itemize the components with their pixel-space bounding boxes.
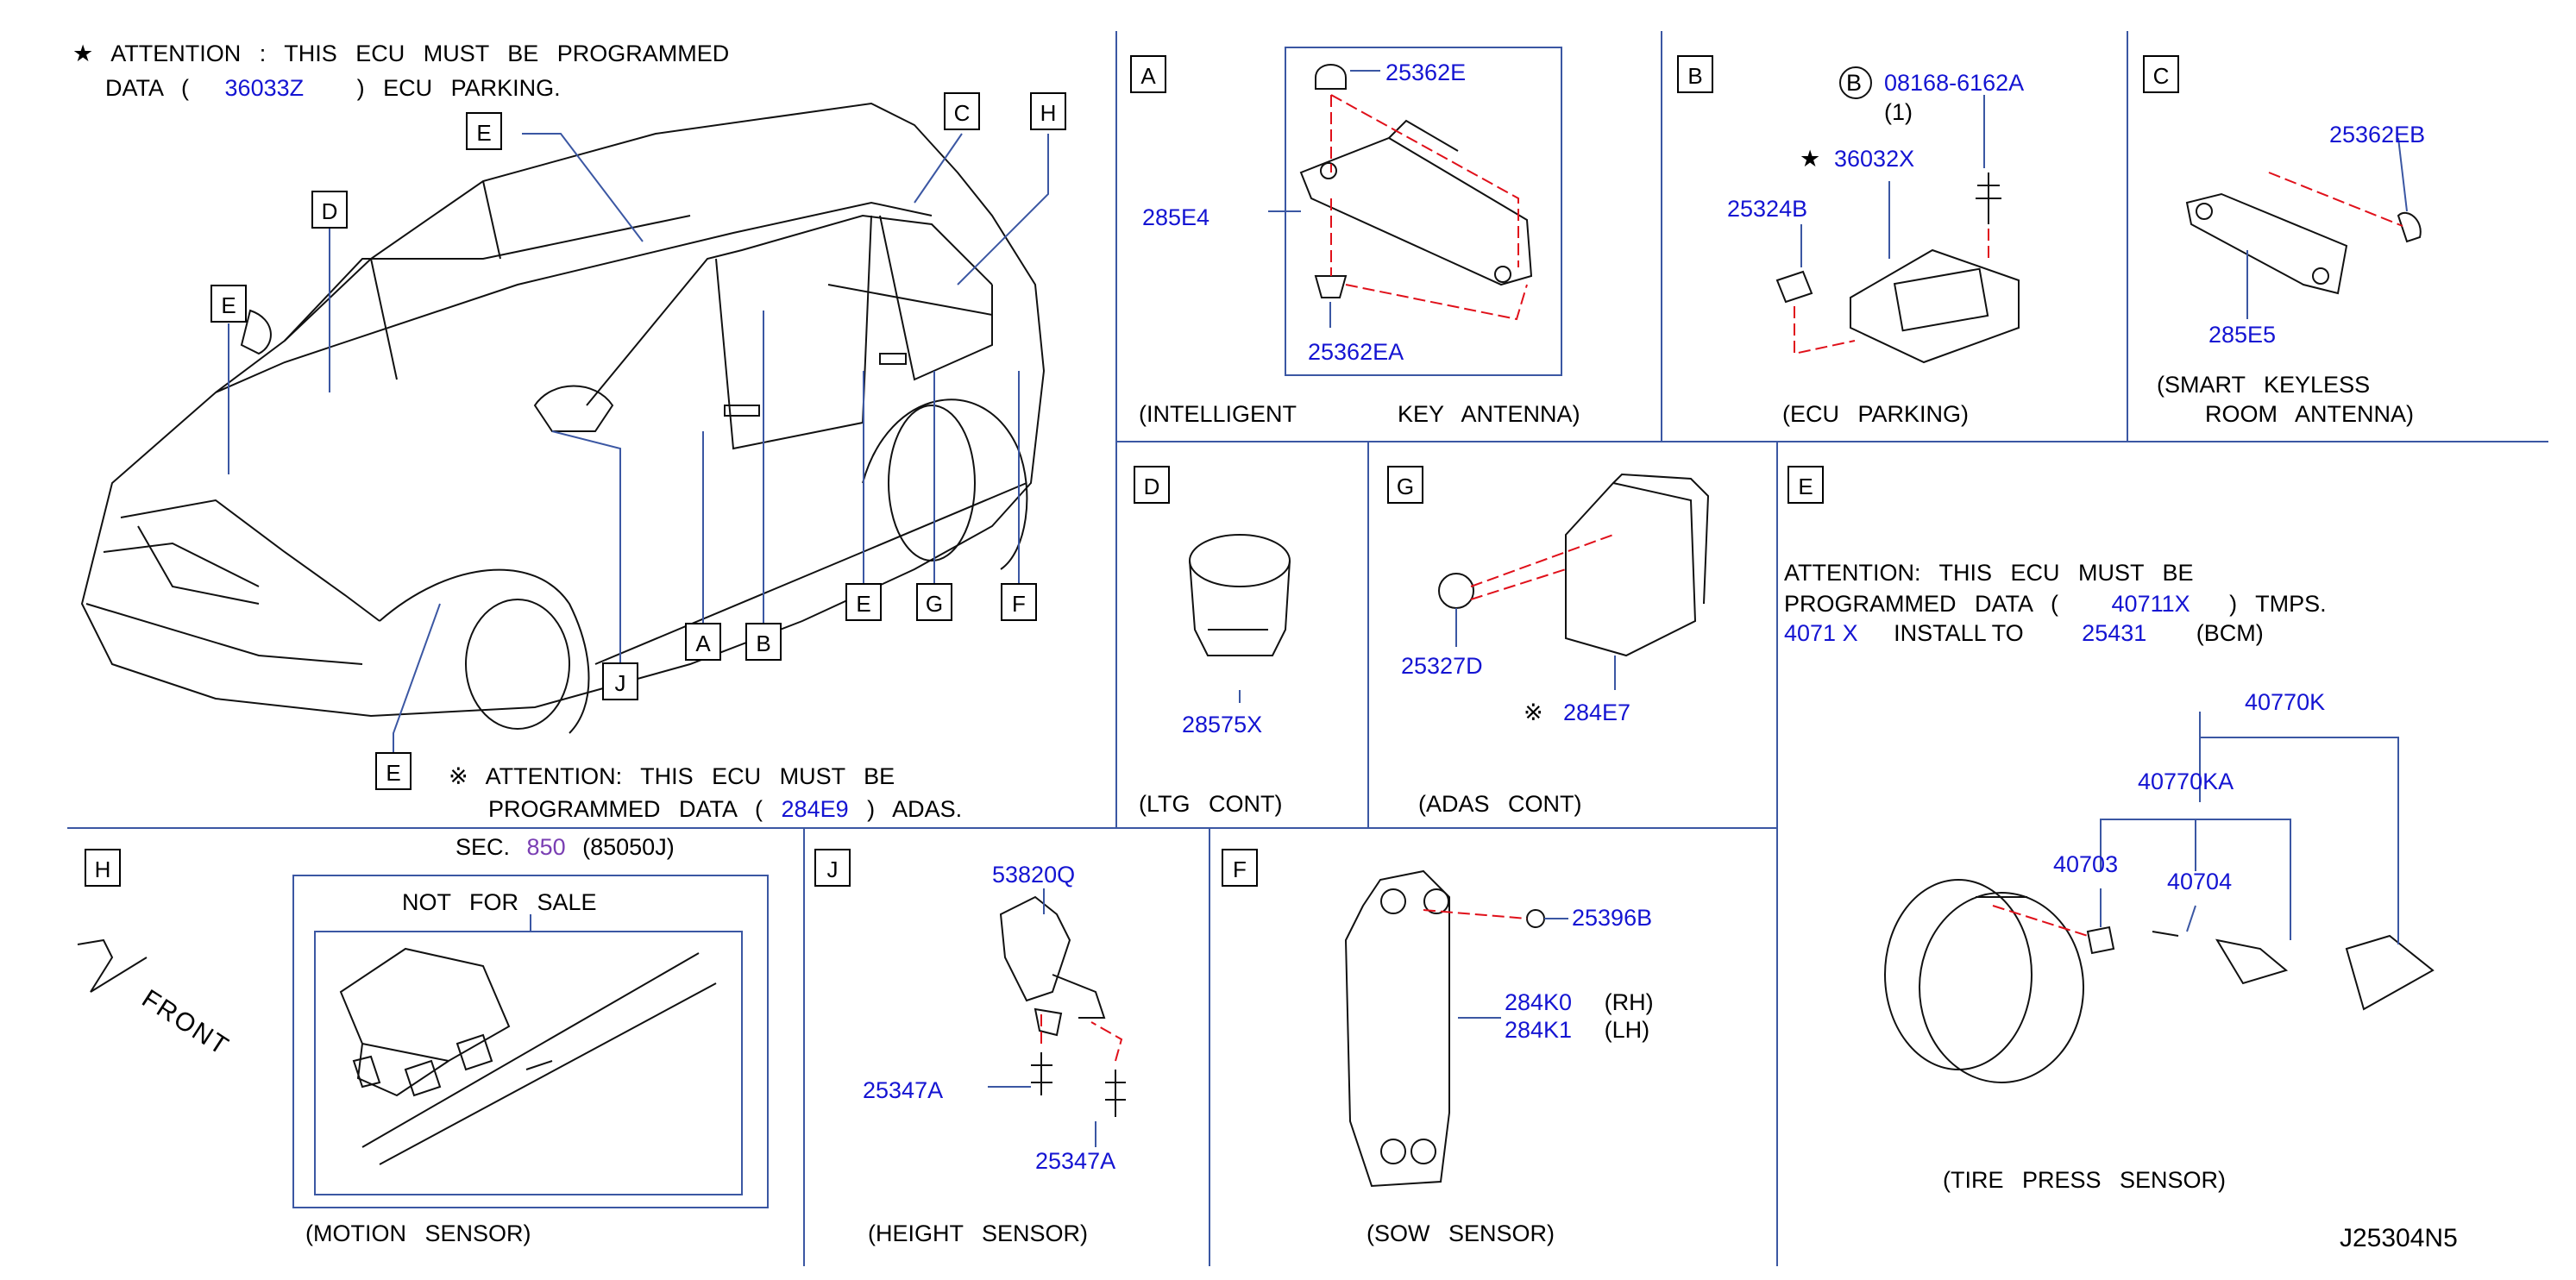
- motion-sensor-drawing: [77, 875, 769, 1208]
- vehicle-callout-d: D: [311, 191, 348, 229]
- part-25327d: 25327D: [1401, 653, 1483, 679]
- ecu-parking-note-suffix: ) ECU PARKING.: [356, 75, 561, 101]
- panel-h-label: H: [85, 849, 121, 887]
- adas-note-line1: ATTENTION: THIS ECU MUST BE: [485, 763, 895, 789]
- section-number[interactable]: 850: [526, 834, 566, 860]
- panel-d-label: D: [1134, 466, 1170, 504]
- part-285e5: 285E5: [2208, 322, 2277, 348]
- part-284e7: 284E7: [1563, 700, 1631, 725]
- vehicle-callout-g: G: [916, 583, 952, 621]
- tmps-note-prefix: PROGRAMMED DATA (: [1784, 591, 2059, 617]
- panel-g-label: G: [1387, 466, 1423, 504]
- part-25362e: 25362E: [1385, 60, 1467, 85]
- adas-note-part: 284E9: [781, 796, 849, 822]
- not-for-sale-label: NOT FOR SALE: [402, 889, 597, 915]
- panel-c-label: C: [2143, 55, 2179, 93]
- tmps-note-part: 40711X: [2111, 591, 2190, 617]
- part-25396b: 25396B: [1572, 905, 1653, 931]
- tmps-note-line3-install: INSTALL TO: [1894, 620, 2024, 646]
- part-284k1: 284K1: [1505, 1017, 1573, 1043]
- panel-j-caption: (HEIGHT SENSOR): [868, 1220, 1089, 1246]
- part-284k0: 284K0: [1505, 989, 1573, 1015]
- star-icon: ★: [72, 41, 94, 66]
- panel-b-caption: (ECU PARKING): [1782, 401, 1970, 427]
- vehicle-callout-b: B: [745, 623, 782, 661]
- part-40770k: 40770K: [2245, 689, 2326, 715]
- panel-f-label: F: [1222, 849, 1258, 887]
- part-285e4: 285E4: [1142, 204, 1210, 230]
- tmps-note-line3-part-a: 4071 X: [1784, 620, 1858, 646]
- panel-grid: [67, 31, 2548, 1266]
- ltg-cont-drawing: [1189, 534, 1291, 703]
- part-25324b: 25324B: [1727, 196, 1808, 222]
- panel-j-label: J: [814, 849, 851, 887]
- panel-e-caption: (TIRE PRESS SENSOR): [1943, 1167, 2227, 1193]
- section-label: SEC.: [456, 834, 511, 860]
- panel-h-caption: (MOTION SENSOR): [305, 1220, 531, 1246]
- room-antenna-drawing: [2185, 137, 2422, 319]
- vehicle-callout-e-roof: E: [466, 112, 502, 150]
- part-40704: 40704: [2167, 869, 2233, 894]
- star-icon: ★: [1800, 146, 1821, 172]
- bolt-quantity: (1): [1884, 99, 1913, 125]
- part-25362eb: 25362EB: [2329, 122, 2426, 147]
- intelligent-key-antenna-drawing: [1268, 47, 1562, 376]
- part-08168-6162a: 08168-6162A: [1884, 70, 2025, 96]
- panel-b-label: B: [1677, 55, 1713, 93]
- vehicle-leaders: [228, 133, 1049, 789]
- vehicle-callout-f: F: [1001, 583, 1037, 621]
- tmps-note-suffix: ) TMPS.: [2229, 591, 2327, 617]
- diagram-id: J25304N5: [2340, 1224, 2458, 1252]
- panel-c-caption-2: ROOM ANTENNA): [2205, 401, 2415, 427]
- panel-c-caption-1: (SMART KEYLESS: [2157, 372, 2371, 398]
- ecu-parking-drawing: [1775, 66, 2020, 364]
- height-sensor-drawing: [988, 888, 1126, 1147]
- part-25362ea: 25362EA: [1308, 339, 1404, 365]
- rh-label: (RH): [1604, 989, 1654, 1015]
- tmps-note-line1: ATTENTION: THIS ECU MUST BE: [1784, 560, 2194, 586]
- tmps-note-line3-part-b: 25431: [2082, 620, 2147, 646]
- part-40703: 40703: [2053, 851, 2119, 877]
- adas-note-suffix: ) ADAS.: [867, 796, 963, 822]
- vehicle-callout-e-hood: E: [210, 285, 247, 323]
- adas-cont-drawing: [1438, 473, 1710, 690]
- panel-a-label: A: [1130, 55, 1166, 93]
- circled-letter-icon: B: [1846, 70, 1863, 96]
- vehicle-callout-a: A: [685, 623, 721, 661]
- sow-sensor-drawing: [1344, 869, 1568, 1188]
- part-25347a-left: 25347A: [863, 1077, 944, 1103]
- ecu-parking-note-part: 36033Z: [224, 75, 305, 101]
- vehicle-illustration: [80, 102, 1046, 734]
- part-25347a-right: 25347A: [1035, 1148, 1116, 1174]
- panel-a-caption-right: KEY ANTENNA): [1398, 401, 1580, 427]
- panel-g-caption: (ADAS CONT): [1418, 791, 1582, 817]
- section-ref: (85050J): [582, 834, 675, 860]
- ecu-parking-note-line1: ATTENTION : THIS ECU MUST BE PROGRAMMED: [110, 41, 730, 66]
- vehicle-callout-e-rear: E: [845, 583, 882, 621]
- vehicle-callout-c: C: [944, 92, 980, 130]
- reference-mark-icon: ※: [1524, 700, 1543, 725]
- ecu-parking-note-prefix: DATA (: [105, 75, 190, 101]
- panel-d-caption: (LTG CONT): [1139, 791, 1283, 817]
- tire-press-sensor-drawing: [1884, 712, 2435, 1083]
- vehicle-callout-j: J: [602, 662, 638, 700]
- vehicle-callout-e-front: E: [375, 752, 412, 790]
- part-28575x: 28575X: [1182, 712, 1263, 737]
- lh-label: (LH): [1604, 1017, 1650, 1043]
- part-40770ka: 40770KA: [2138, 769, 2234, 794]
- part-36032x: 36032X: [1834, 146, 1915, 172]
- reference-mark-icon: ※: [449, 763, 468, 789]
- panel-f-caption: (SOW SENSOR): [1367, 1220, 1555, 1246]
- panel-a-caption-left: (INTELLIGENT: [1139, 401, 1297, 427]
- tmps-note-line3-bcm: (BCM): [2196, 620, 2264, 646]
- part-53820q: 53820Q: [992, 862, 1076, 888]
- panel-e-label: E: [1787, 466, 1824, 504]
- adas-note-prefix: PROGRAMMED DATA (: [488, 796, 763, 822]
- vehicle-callout-h: H: [1030, 92, 1066, 130]
